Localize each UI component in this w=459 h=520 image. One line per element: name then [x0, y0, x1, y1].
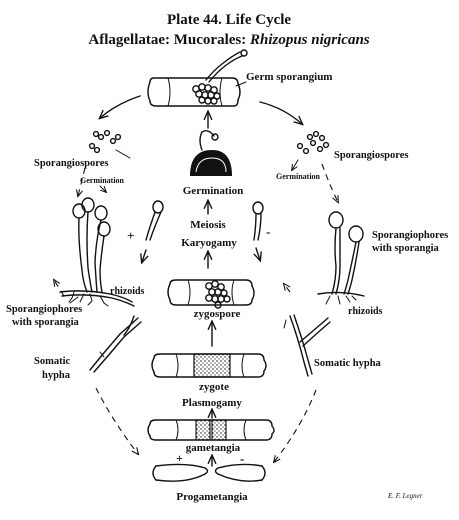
label-gametangia: gametangia	[186, 442, 241, 454]
plate-subtitle: Aflagellatae: Mucorales: Rhizopus nigric…	[88, 32, 369, 48]
arrow-spore-to-hypha-right	[256, 247, 260, 260]
sporangiospores-right-illustration	[296, 130, 330, 155]
connector-left-spores	[115, 149, 131, 159]
label-somatic-left-2: hypha	[42, 370, 71, 381]
sporangiospores-left-illustration	[88, 129, 122, 154]
dashed-arrow-right-mid	[284, 284, 291, 293]
sporangiophores-right-illustration	[317, 211, 365, 305]
arrow-germination-right	[292, 159, 299, 170]
subtitle-taxon: Aflagellatae: Mucorales:	[88, 32, 250, 48]
label-sporangiospores-left: Sporangiospores	[34, 158, 109, 169]
label-plasmogamy: Plasmogamy	[182, 397, 242, 409]
gametangia-illustration	[147, 419, 275, 441]
sporangiophores-left-illustration	[59, 197, 135, 307]
label-somatic-left-1: Somatic	[34, 356, 71, 367]
label-rhizoids-right: rhizoids	[348, 306, 383, 317]
label-sporangiophores-right-2: with sporangia	[372, 243, 440, 254]
somatic-hypha-left-illustration	[89, 315, 142, 373]
label-karyogamy: Karyogamy	[181, 237, 237, 249]
germ-sporangium-illustration	[147, 49, 248, 107]
label-sporangiospores-right: Sporangiospores	[334, 150, 409, 161]
label-progametangia: Progametangia	[176, 491, 248, 503]
label-zygote: zygote	[199, 381, 229, 393]
zygospore-illustration	[167, 279, 255, 309]
plate-title: Plate 44. Life Cycle	[167, 12, 291, 28]
somatic-hypha-right-illustration	[283, 314, 331, 377]
germination-center-illustration	[190, 129, 232, 176]
germinating-spore-plus-illustration	[145, 200, 164, 241]
dashed-arrow-right-lower	[274, 389, 317, 462]
label-plus-left: +	[127, 228, 134, 243]
label-germ-sporangium: Germ sporangium	[246, 71, 332, 83]
subtitle-species: Rhizopus nigricans	[249, 32, 370, 48]
author-credit: E. F. Legner	[387, 492, 423, 500]
germinating-spore-minus-illustration	[252, 201, 264, 241]
dashed-arrow-left-lower	[95, 387, 138, 454]
label-minus-right: -	[266, 224, 270, 239]
arrow-to-left-spores	[100, 95, 141, 118]
dashed-arrow-right-upper	[321, 163, 338, 202]
label-germination-right: Germination	[276, 172, 321, 181]
arrow-germination-left	[99, 185, 106, 192]
label-minus-bottom: -	[240, 451, 244, 466]
label-zygospore: zygospore	[194, 308, 241, 320]
label-germination-left: Germination	[80, 176, 125, 185]
connector-sporangiophores-left	[69, 296, 79, 304]
arrow-spore-to-hypha-left	[142, 249, 146, 262]
label-rhizoids-left: rhizoids	[110, 286, 145, 297]
zygote-illustration	[151, 353, 267, 378]
label-meiosis: Meiosis	[190, 219, 226, 231]
dashed-arrow-left-mid	[54, 280, 65, 297]
dashed-arrow-left-upper	[78, 167, 86, 196]
label-germination-center: Germination	[183, 185, 244, 197]
progametangia-illustration	[152, 463, 266, 482]
label-sporangiophores-left-2: with sporangia	[12, 317, 80, 328]
label-sporangiophores-right-1: Sporangiophores	[372, 230, 448, 241]
label-sporangiophores-left-1: Sporangiophores	[6, 304, 82, 315]
label-plus-bottom: +	[176, 451, 183, 465]
label-somatic-hypha-right: Somatic hypha	[314, 358, 382, 369]
arrow-to-right-spores	[259, 101, 302, 124]
